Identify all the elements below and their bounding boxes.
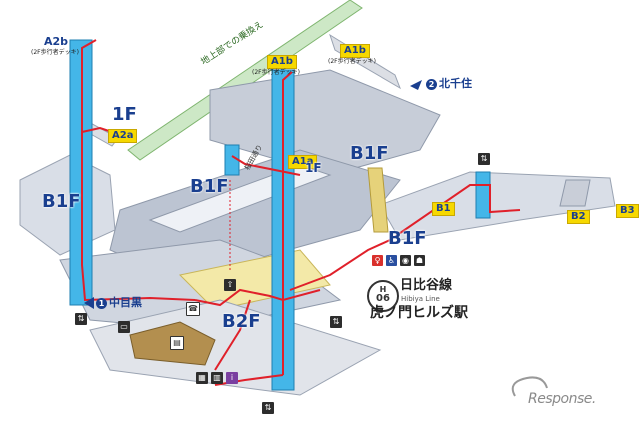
elevator-icon-right: ⇅ — [478, 153, 490, 165]
exit-a1a-label: A1a — [288, 155, 318, 169]
exit-a1b-center-label: A1b — [267, 55, 297, 69]
exit-b3-label: B3 — [616, 204, 639, 218]
exit-b2-label: B2 — [567, 210, 590, 224]
route-a1a — [231, 155, 301, 176]
baby-icon: ◉ — [400, 255, 411, 266]
floor-b1f-left: B1F — [42, 191, 81, 212]
elevator-icon-center: ⇅ — [330, 316, 342, 328]
escalator-icon: ⇧ — [224, 279, 236, 291]
restroom-icon: ♀ — [372, 255, 383, 266]
ticket-icon: ▭ — [118, 321, 130, 333]
floor-b1f-top: B1F — [350, 143, 389, 164]
direction-south-label: 中目黒 — [109, 296, 142, 309]
route-b1f — [289, 184, 521, 291]
elevator-person-icon: ☗ — [414, 255, 425, 266]
watermark-swoosh — [511, 376, 548, 397]
line-number: 06 — [376, 293, 390, 304]
exit-a1b-right-label: A1b — [340, 44, 370, 58]
floor-1f-left: 1F — [112, 104, 137, 125]
floor-1f-center: 1F — [305, 161, 322, 175]
info-icon: i — [226, 372, 238, 384]
route-b2f — [194, 288, 321, 307]
exit-a2b-sublabel: (2F歩行者デッキ) — [31, 49, 79, 56]
route-down — [214, 299, 251, 371]
phone-icon: ☎ — [186, 302, 200, 316]
arrow-north — [410, 80, 422, 90]
line-name: 日比谷線 — [400, 278, 453, 293]
elevator-shaft-right — [475, 171, 491, 219]
station-name: 虎ノ門ヒルズ駅 — [370, 305, 468, 321]
exit-a1b-right-sublabel: (2F歩行者デッキ) — [328, 58, 376, 65]
route-a2b — [81, 39, 196, 302]
floor-b1f-right: B1F — [388, 228, 427, 249]
watermark: Response. — [528, 391, 596, 407]
direction-north-label: 北千住 — [439, 77, 472, 90]
elevator-icon-bottom: ⇅ — [262, 402, 274, 414]
b1f-right-corridor — [379, 171, 616, 241]
green-passage — [127, 0, 363, 161]
line-symbol: H 06 — [367, 280, 399, 312]
exit-b1-label: B1 — [432, 202, 455, 216]
exit-a1b-center-sublabel: (2F歩行者デッキ) — [252, 69, 300, 76]
stairs-right — [559, 179, 591, 207]
exit-a2b-label: A2b — [44, 35, 69, 48]
direction-south-number: 1 — [96, 298, 107, 309]
upper-concourse — [209, 69, 441, 176]
line-letter: H — [379, 285, 387, 294]
ticket-gate-icon: ▦ — [196, 372, 208, 384]
ticket-machine-icon: ▤ — [170, 336, 184, 350]
arrow-south — [84, 297, 94, 309]
exit-a2a-label: A2a — [108, 129, 138, 143]
fare-adjust-icon: ▥ — [211, 372, 223, 384]
accessible-icon: ♿ — [386, 255, 397, 266]
floor-b2f: B2F — [222, 311, 261, 332]
elevator-icon: ⇅ — [75, 313, 87, 325]
route-center — [282, 71, 293, 375]
stairs-yellow — [367, 167, 389, 233]
floor-b1f-center: B1F — [190, 176, 229, 197]
direction-north-number: 2 — [426, 79, 437, 90]
line-name-en: Hibiya Line — [401, 295, 440, 303]
route-bottom — [214, 374, 284, 386]
